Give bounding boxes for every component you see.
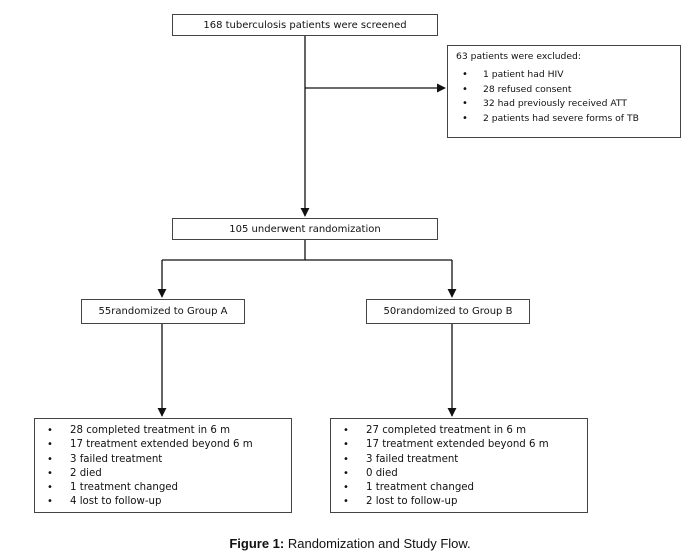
excluded-item: 28 refused consent	[456, 83, 672, 98]
group-b-box: 50randomized to Group B	[366, 299, 530, 324]
group-b-label: 50randomized to Group B	[383, 306, 513, 317]
outcome-a-item: 2 died	[41, 467, 285, 482]
outcome-b-list: 27 completed treatment in 6 m 17 treatme…	[337, 424, 581, 510]
outcome-b-item: 0 died	[337, 467, 581, 482]
excluded-list: 1 patient had HIV 28 refused consent 32 …	[456, 68, 672, 126]
screened-label: 168 tuberculosis patients were screened	[203, 19, 407, 31]
group-a-box: 55randomized to Group A	[81, 299, 245, 324]
outcome-a-item: 28 completed treatment in 6 m	[41, 424, 285, 439]
figure-caption: Figure 1: Randomization and Study Flow.	[0, 536, 700, 551]
excluded-item: 32 had previously received ATT	[456, 97, 672, 112]
randomization-box: 105 underwent randomization	[172, 218, 438, 240]
outcome-a-item: 1 treatment changed	[41, 481, 285, 496]
outcome-a-item: 4 lost to follow-up	[41, 495, 285, 510]
outcome-b-item: 1 treatment changed	[337, 481, 581, 496]
figure-caption-text: Randomization and Study Flow.	[284, 536, 471, 551]
screened-box: 168 tuberculosis patients were screened	[172, 14, 438, 36]
outcome-a-box: 28 completed treatment in 6 m 17 treatme…	[34, 418, 292, 513]
excluded-item: 1 patient had HIV	[456, 68, 672, 83]
outcome-b-box: 27 completed treatment in 6 m 17 treatme…	[330, 418, 588, 513]
outcome-a-list: 28 completed treatment in 6 m 17 treatme…	[41, 424, 285, 510]
excluded-box: 63 patients were excluded: 1 patient had…	[447, 45, 681, 138]
outcome-b-item: 17 treatment extended beyond 6 m	[337, 438, 581, 453]
outcome-b-item: 2 lost to follow-up	[337, 495, 581, 510]
excluded-item: 2 patients had severe forms of TB	[456, 112, 672, 127]
outcome-b-item: 27 completed treatment in 6 m	[337, 424, 581, 439]
excluded-header: 63 patients were excluded:	[456, 51, 581, 62]
figure-caption-label: Figure 1:	[229, 536, 285, 551]
randomization-label: 105 underwent randomization	[229, 223, 381, 235]
outcome-a-item: 3 failed treatment	[41, 453, 285, 468]
group-a-label: 55randomized to Group A	[98, 306, 228, 317]
outcome-b-item: 3 failed treatment	[337, 453, 581, 468]
outcome-a-item: 17 treatment extended beyond 6 m	[41, 438, 285, 453]
